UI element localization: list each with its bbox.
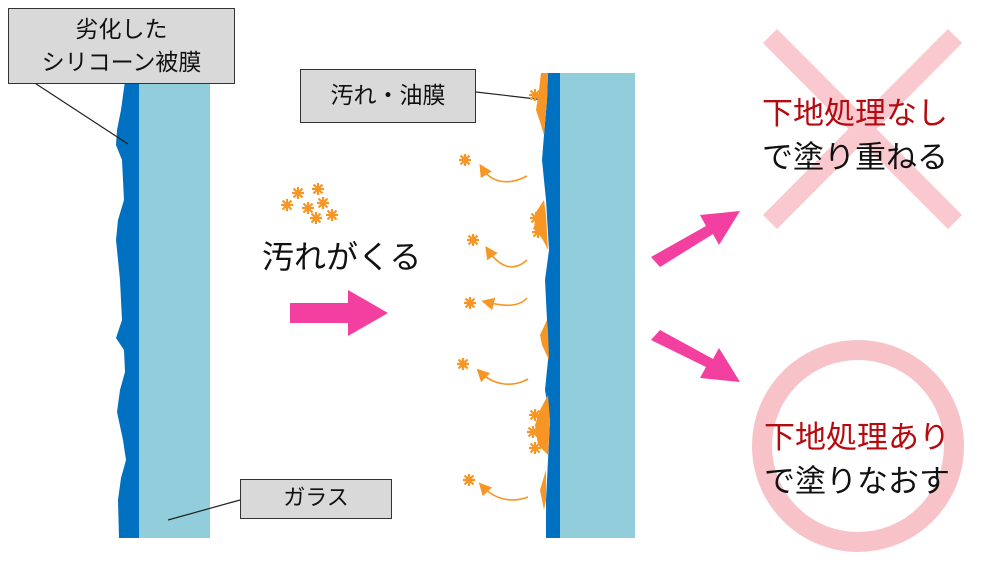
floating-dirt [455, 152, 529, 501]
circle-mark-icon [752, 340, 964, 552]
caption-dirt-arrives: 汚れがくる [262, 238, 422, 276]
dirt-particles-wall [525, 87, 546, 456]
outcome-without-prep-line2: で塗り重ねる [762, 140, 948, 176]
outcome-with-prep: 下地処理あり で塗りなおす [764, 416, 950, 504]
pink-arrow-up-right [651, 211, 740, 267]
glass-pane-middle [560, 73, 635, 538]
pink-arrow-right [290, 290, 388, 336]
dirt-oil-layer [534, 73, 550, 510]
leader-dirt [475, 91, 546, 101]
pink-arrow-down-right [651, 330, 740, 382]
leader-glass [167, 499, 241, 521]
outcome-without-prep: 下地処理なし で塗り重ねる [762, 92, 948, 180]
label-glass: ガラス [240, 479, 392, 519]
cross-mark-icon [762, 28, 963, 230]
leader-silicone [23, 75, 129, 145]
outcome-with-prep-line1: 下地処理あり [764, 420, 950, 456]
outcome-with-prep-line2: で塗りなおす [764, 464, 950, 500]
label-degraded-silicone-line2: シリコーン被膜 [41, 50, 202, 76]
outcome-without-prep-line1: 下地処理なし [762, 96, 948, 132]
dirt-cluster [279, 181, 340, 226]
label-degraded-silicone: 劣化した シリコーン被膜 [8, 8, 235, 84]
degraded-silicone-film [116, 75, 139, 538]
silicone-film-middle [542, 73, 560, 538]
label-dirt-oil-film: 汚れ・油膜 [300, 69, 476, 123]
glass-pane-left [139, 75, 210, 538]
label-degraded-silicone-line1: 劣化した [75, 17, 168, 43]
